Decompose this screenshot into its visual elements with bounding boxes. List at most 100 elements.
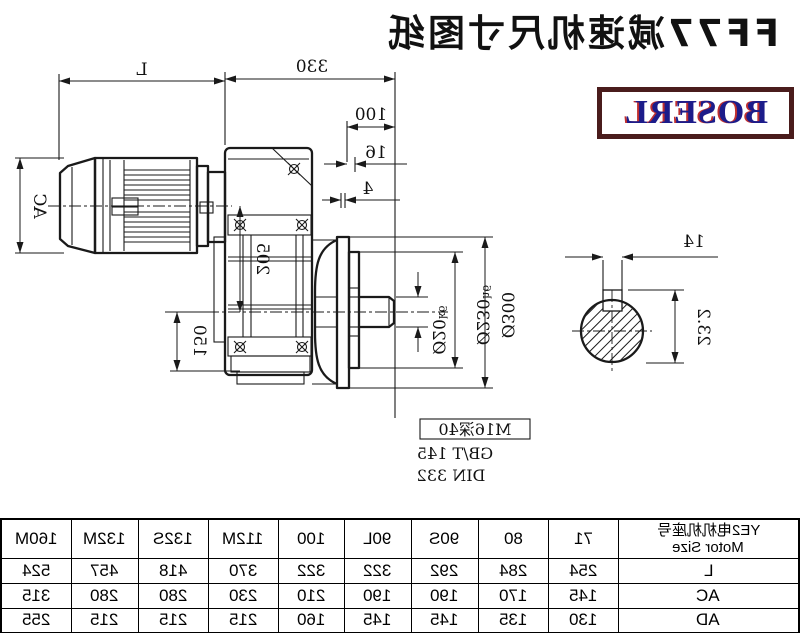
note-gb-standard: GB/T 145 — [417, 444, 493, 463]
dim-label-AC: AC — [29, 193, 49, 219]
table-cell-text: 370 — [228, 560, 258, 580]
table-cell-text: 315 — [22, 585, 51, 605]
table-cell-text: 215 — [90, 610, 119, 630]
output-flange — [312, 235, 361, 390]
output-shaft — [315, 295, 396, 329]
dim-value-cell: 255 — [0, 607, 72, 633]
dim-value-cell: 254 — [547, 557, 619, 584]
table-row: 524 457 418 370 322 322 292 284 254 L — [0, 557, 800, 584]
size-col-header: 80 — [477, 518, 549, 559]
table-cell-text: 322 — [363, 560, 392, 580]
dim-label-spigot-dia: Ø230h6 — [472, 285, 493, 345]
row-label-cell: AC — [617, 582, 800, 609]
dim-value-cell: 135 — [477, 607, 549, 633]
table-cell-text: 457 — [90, 560, 119, 580]
table-cell-text: 170 — [498, 585, 528, 605]
table-cell-text: AC — [696, 585, 721, 605]
table-cell-text: 292 — [430, 560, 459, 580]
table-cell-text: 71 — [573, 528, 593, 548]
dim-label-4: 4 — [363, 179, 374, 199]
size-col-header: 71 — [547, 518, 619, 559]
dim-value-cell: 315 — [0, 582, 72, 609]
dim-label-16: 16 — [365, 143, 387, 163]
dim-value-cell: 370 — [207, 557, 279, 584]
shaft-section-detail — [572, 260, 652, 374]
dim-label-shaft-dia: Ø20k6 — [428, 305, 449, 354]
table-cell-text: 112M — [222, 528, 264, 548]
table-cell-text: 322 — [296, 560, 326, 580]
dim-value-cell: 190 — [410, 582, 479, 609]
dim-value-cell: 322 — [343, 557, 412, 584]
table-cell-text: 132M — [83, 528, 126, 548]
dim-value-cell: 145 — [410, 607, 479, 633]
dim-label-keyway-width: 14 — [683, 232, 705, 252]
table-row: 315 280 280 230 210 190 190 170 145 AC — [0, 582, 800, 609]
size-col-header: 90S — [410, 518, 479, 559]
table-cell-text: 145 — [568, 585, 598, 605]
table-cell-text: 135 — [498, 610, 528, 630]
table-cell-text: 90L — [363, 528, 392, 548]
table-cell-text: 100 — [296, 528, 326, 548]
dim-value-cell: 524 — [0, 557, 72, 584]
dim-value-cell: 418 — [137, 557, 209, 584]
table-cell-text: 210 — [296, 585, 326, 605]
dim-label-330: 330 — [296, 57, 328, 77]
table-cell-text: 90S — [429, 528, 460, 548]
gearmotor-drawing: L 330 100 16 4 AC — [15, 57, 718, 485]
table-cell-text: 130 — [568, 610, 598, 630]
table-cell-text: 230 — [228, 585, 258, 605]
size-col-header: 132M — [70, 518, 139, 559]
dim-label-100: 100 — [355, 105, 387, 125]
table-cell-text: 418 — [158, 560, 188, 580]
motor-side-view — [58, 156, 227, 255]
gearbox-housing — [213, 146, 314, 385]
dim-value-cell: 230 — [207, 582, 279, 609]
dim-value-cell: 215 — [207, 607, 279, 633]
table-cell-text: 254 — [568, 560, 598, 580]
table-cell-text: 255 — [22, 610, 51, 630]
dim-label-205: 205 — [252, 243, 272, 275]
dim-label-150: 150 — [189, 325, 209, 357]
brand-logo: BOSERL — [597, 87, 794, 139]
dim-label-L: L — [136, 60, 147, 80]
size-col-header: 160M — [0, 518, 72, 559]
dim-value-cell: 170 — [477, 582, 549, 609]
table-cell-text: 80 — [503, 528, 523, 548]
table-cell-text: Motor Size — [672, 538, 745, 556]
table-cell-text: 190 — [430, 585, 459, 605]
notes-block: M16深40 GB/T 145 DIN 332 — [417, 418, 531, 485]
dim-value-cell: 280 — [70, 582, 139, 609]
size-col-header: 100 — [277, 518, 345, 559]
table-cell-text: 132S — [153, 528, 193, 548]
table-cell-text: 280 — [90, 585, 119, 605]
size-col-header: 132S — [137, 518, 209, 559]
table-cell-text: 215 — [228, 610, 258, 630]
dim-value-cell: 457 — [70, 557, 139, 584]
dim-label-keyway-depth: 23.2 — [693, 308, 713, 346]
dim-value-cell: 190 — [343, 582, 412, 609]
dim-value-cell: 284 — [477, 557, 549, 584]
dim-value-cell: 130 — [547, 607, 619, 633]
table-cell-text: 145 — [430, 610, 459, 630]
dim-value-cell: 215 — [137, 607, 209, 633]
table-row: 255 215 215 215 160 145 145 135 130 AD — [0, 607, 800, 633]
dim-value-cell: 322 — [277, 557, 345, 584]
dim-label-flange-dia: Ø300 — [497, 292, 517, 338]
table-cell-text: AD — [696, 610, 721, 630]
note-thread: M16深40 — [438, 420, 511, 439]
dim-value-cell: 160 — [277, 607, 345, 633]
row-label-cell: L — [617, 557, 800, 584]
table-cell-text: 524 — [22, 560, 51, 580]
table-cell-text: 280 — [158, 585, 188, 605]
dimensions: L 330 100 16 4 AC — [15, 57, 718, 418]
note-din-standard: DIN 332 — [417, 466, 486, 485]
table-cell-text: 284 — [498, 560, 528, 580]
table-cell-text: 145 — [363, 610, 392, 630]
dim-value-cell: 280 — [137, 582, 209, 609]
dim-value-cell: 210 — [277, 582, 345, 609]
